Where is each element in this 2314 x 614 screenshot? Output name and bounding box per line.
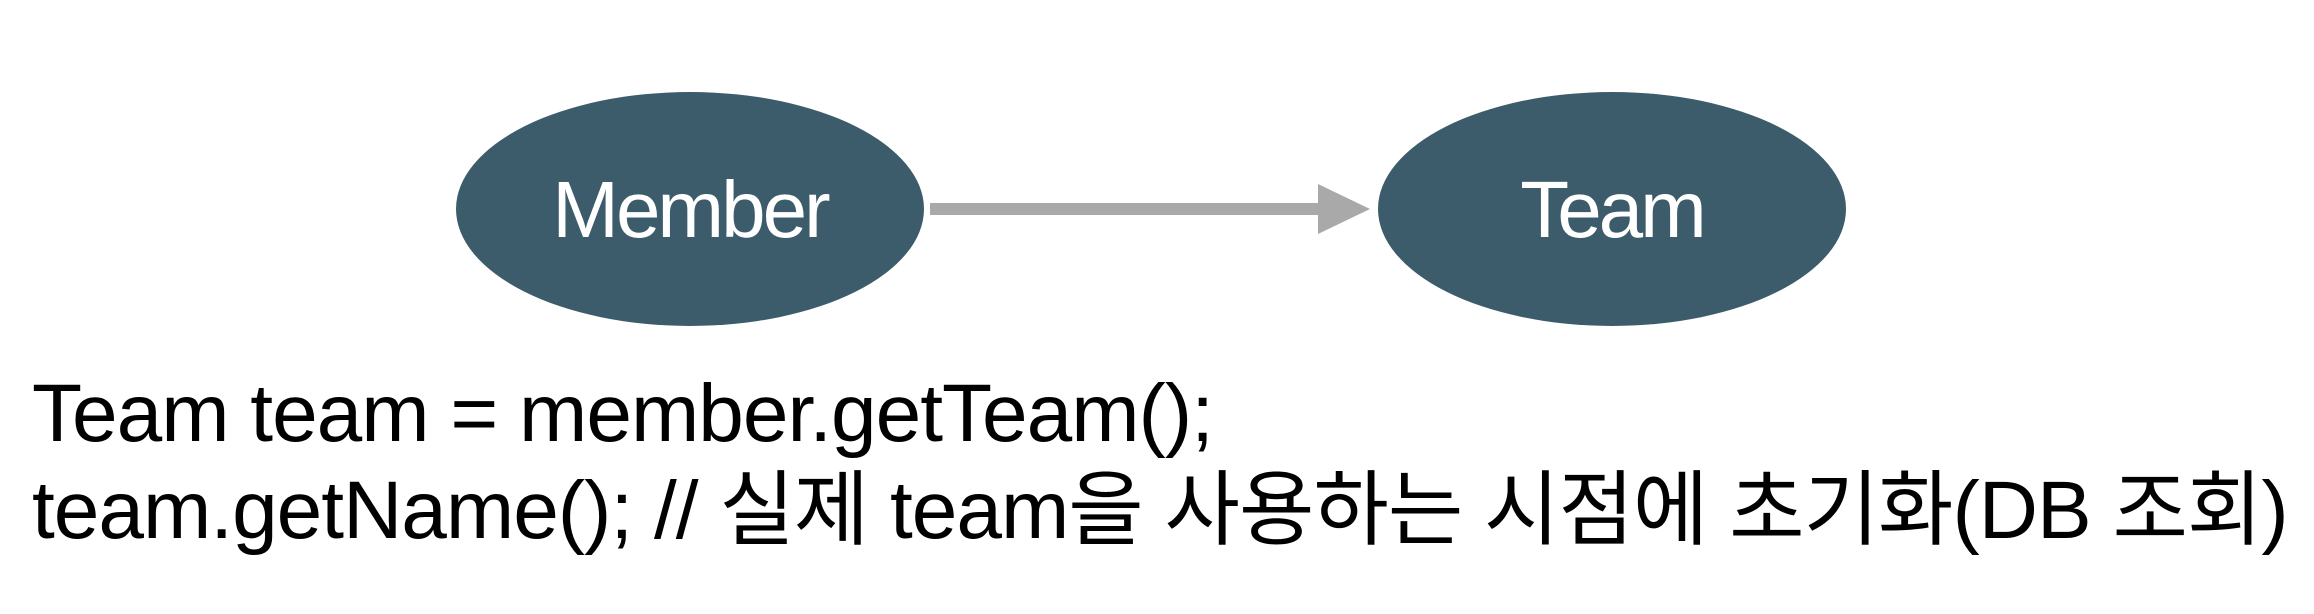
node-member: Member bbox=[456, 92, 924, 326]
code-line-1: Team team = member.getTeam(); bbox=[32, 368, 1214, 459]
arrowhead-icon bbox=[1318, 184, 1370, 234]
node-member-shape bbox=[456, 92, 924, 326]
node-team-label: Team bbox=[1520, 165, 1704, 254]
entity-relationship-diagram: Member Team bbox=[456, 92, 1846, 326]
node-team: Team bbox=[1378, 92, 1846, 326]
node-team-shape bbox=[1378, 92, 1846, 326]
node-member-label: Member bbox=[552, 165, 830, 254]
code-line-2: team.getName(); // 실제 team을 사용하는 시점에 초기화… bbox=[32, 465, 2289, 556]
edge-member-to-team bbox=[930, 184, 1370, 234]
